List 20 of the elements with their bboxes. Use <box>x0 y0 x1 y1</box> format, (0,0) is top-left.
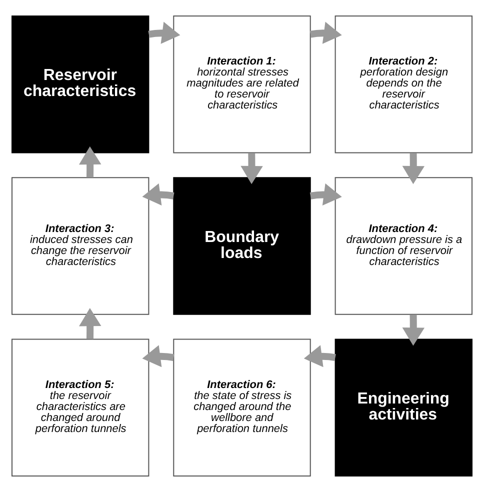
arrow <box>304 344 336 367</box>
arrow <box>240 152 263 184</box>
node-box: Reservoir characteristics <box>12 15 150 153</box>
node-box: Interaction 4: drawdown pressure is a function of reservoir characteristics <box>334 176 472 314</box>
arrow <box>142 344 174 367</box>
arrow <box>148 21 180 44</box>
arrow <box>142 182 174 205</box>
arrow <box>402 314 425 346</box>
node-box: Interaction 1: horizontal stresses magnitudes are related to reservoir characteristics <box>173 15 311 153</box>
node-box: Engineering activities <box>334 338 472 476</box>
node-box: Boundary loads <box>173 176 311 314</box>
arrow <box>78 146 102 177</box>
arrow <box>402 152 425 184</box>
arrow <box>78 308 102 339</box>
node-box: Interaction 3: induced stresses can change the reservoir characteristics <box>12 176 150 314</box>
arrow <box>310 182 342 205</box>
node-box: Interaction 2: perforation design depends on the reservoir characteristics <box>334 15 472 153</box>
node-box: Interaction 5: the reservoir characteristics are changed around perforation tunnels <box>12 338 150 476</box>
node-box: Interaction 6: the state of stress is changed around the wellbore and perforation tunnels <box>173 338 311 476</box>
arrow <box>310 21 342 44</box>
